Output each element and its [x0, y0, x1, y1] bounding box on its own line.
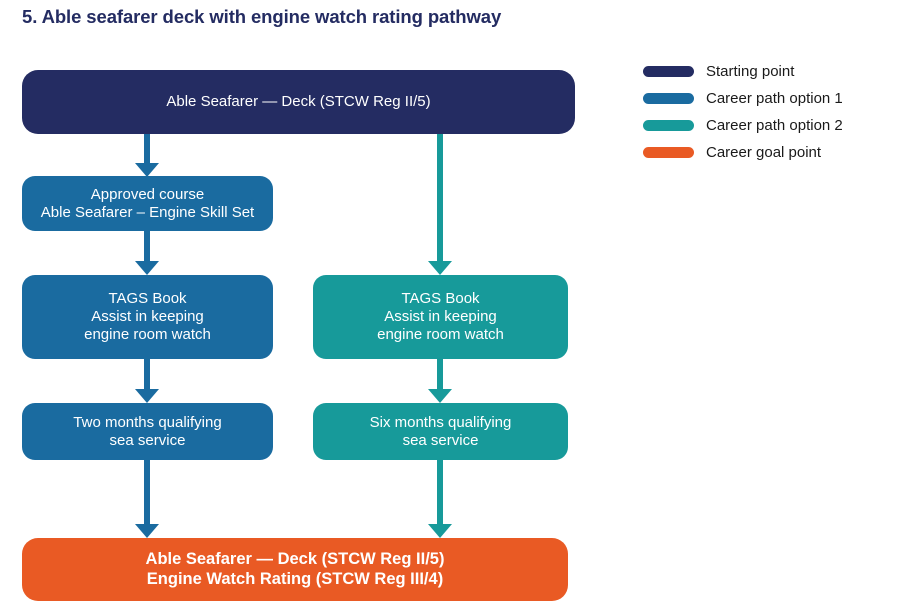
- arrow-head-icon: [135, 261, 159, 275]
- page-title: 5. Able seafarer deck with engine watch …: [22, 6, 502, 27]
- legend-item-label: Career path option 1: [706, 90, 843, 107]
- legend-swatch-icon: [643, 66, 694, 77]
- legend-item-career-path-option-1: Career path option 1: [643, 85, 843, 112]
- flow-node-starting-point[interactable]: Able Seafarer — Deck (STCW Reg II/5): [22, 70, 575, 134]
- legend-item-label: Starting point: [706, 63, 795, 80]
- connector-stem: [144, 231, 150, 261]
- flow-node-approved-course[interactable]: Approved course Able Seafarer – Engine S…: [22, 176, 273, 231]
- flow-node-tags-book-option1[interactable]: TAGS Book Assist in keeping engine room …: [22, 275, 273, 359]
- arrow-head-icon: [428, 524, 452, 538]
- legend-swatch-icon: [643, 120, 694, 131]
- connector-stem: [437, 460, 443, 524]
- legend-swatch-icon: [643, 147, 694, 158]
- legend-item-starting-point: Starting point: [643, 58, 843, 85]
- connector-stem: [144, 133, 150, 163]
- legend-item-label: Career path option 2: [706, 117, 843, 134]
- legend-swatch-icon: [643, 93, 694, 104]
- connector-stem: [144, 460, 150, 524]
- connector-stem: [437, 359, 443, 389]
- arrow-head-icon: [428, 261, 452, 275]
- legend-item-career-goal-point: Career goal point: [643, 139, 843, 166]
- legend: Starting point Career path option 1 Care…: [643, 58, 843, 166]
- arrow-head-icon: [135, 389, 159, 403]
- connector-stem: [144, 359, 150, 389]
- flow-node-two-months-sea-service[interactable]: Two months qualifying sea service: [22, 403, 273, 460]
- flow-node-six-months-sea-service[interactable]: Six months qualifying sea service: [313, 403, 568, 460]
- legend-item-label: Career goal point: [706, 144, 822, 161]
- flow-node-career-goal-point[interactable]: Able Seafarer — Deck (STCW Reg II/5) Eng…: [22, 538, 568, 601]
- arrow-head-icon: [428, 389, 452, 403]
- legend-item-career-path-option-2: Career path option 2: [643, 112, 843, 139]
- arrow-head-icon: [135, 163, 159, 177]
- arrow-head-icon: [135, 524, 159, 538]
- flow-node-tags-book-option2[interactable]: TAGS Book Assist in keeping engine room …: [313, 275, 568, 359]
- connector-stem: [437, 133, 443, 261]
